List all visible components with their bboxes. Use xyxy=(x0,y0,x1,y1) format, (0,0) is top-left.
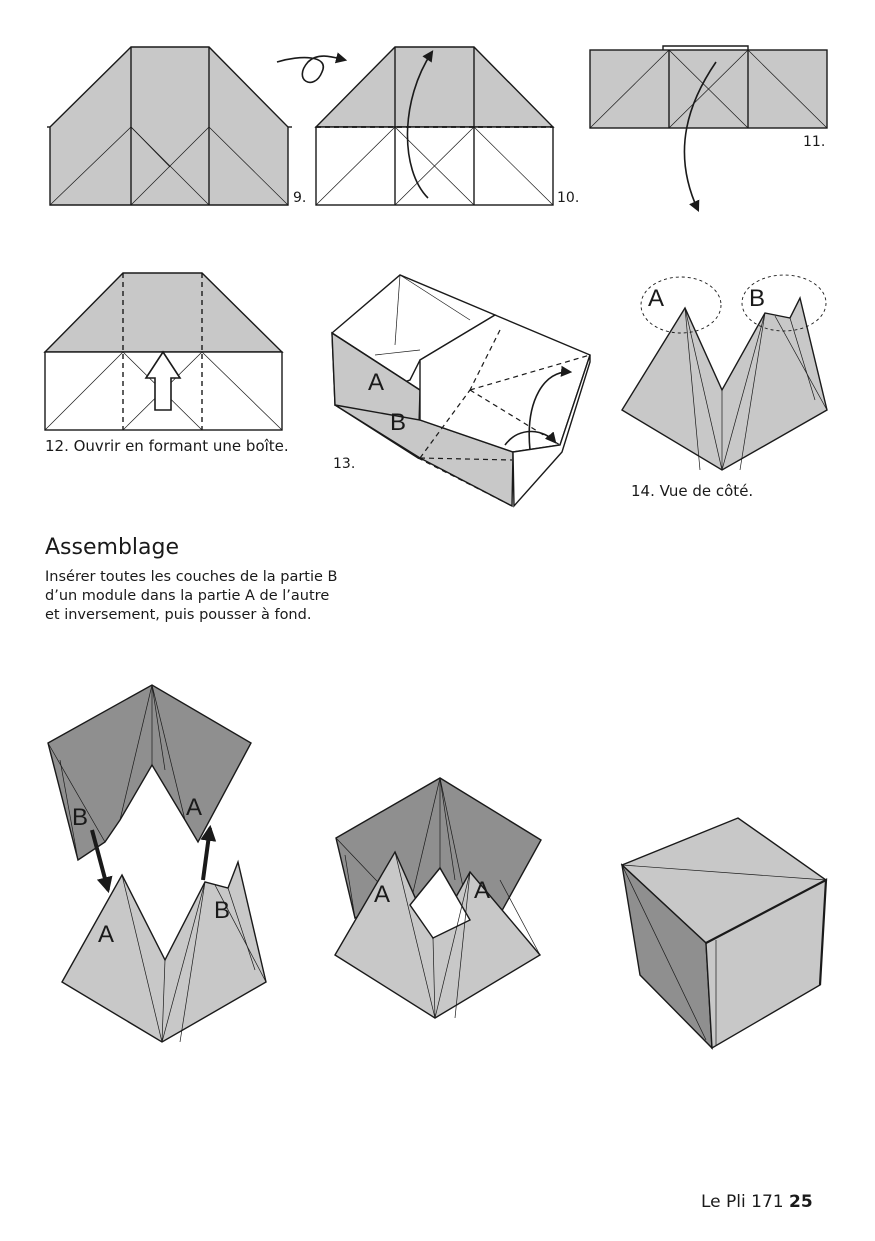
assembly-step-3-cube xyxy=(622,818,826,1048)
step-12-caption: 12. Ouvrir en formant une boîte. xyxy=(45,437,289,455)
step-10-diagram xyxy=(316,47,553,205)
step-13-diagram: A B xyxy=(332,275,590,506)
step-14-diagram: A B xyxy=(622,275,827,470)
assembly-text-line: d’un module dans la partie A de l’autre xyxy=(45,587,329,606)
label-a: A xyxy=(368,369,384,396)
step-11-number: 11. xyxy=(803,134,825,150)
publication-name: Le Pli 171 xyxy=(701,1192,784,1212)
label-b: B xyxy=(749,285,765,312)
label-a: A xyxy=(648,285,664,312)
step-11-diagram xyxy=(590,46,827,210)
step-12-diagram xyxy=(45,273,282,430)
step-9-diagram xyxy=(47,47,292,205)
assembly-step-1: B A A B xyxy=(48,685,266,1042)
page-number: 25 xyxy=(789,1192,813,1212)
step-10-number: 10. xyxy=(557,190,579,206)
assembly-text-line: Insérer toutes les couches de la partie … xyxy=(45,568,338,587)
label-a: A xyxy=(98,921,114,948)
step-13-number: 13. xyxy=(333,456,355,472)
label-a: A xyxy=(374,881,390,908)
turn-over-arrow xyxy=(277,56,345,82)
step-14-caption: 14. Vue de côté. xyxy=(631,482,753,500)
label-b: B xyxy=(390,409,406,436)
step-9-number: 9. xyxy=(293,190,306,206)
assembly-heading: Assemblage xyxy=(45,535,179,560)
label-a: A xyxy=(474,877,490,904)
page-footer: Le Pli 171 25 xyxy=(701,1192,813,1212)
label-a: A xyxy=(186,794,202,821)
label-b: B xyxy=(214,897,230,924)
assembly-step-2: A A xyxy=(335,778,541,1018)
assembly-text-line: et inversement, puis pousser à fond. xyxy=(45,606,311,625)
label-b: B xyxy=(72,804,88,831)
